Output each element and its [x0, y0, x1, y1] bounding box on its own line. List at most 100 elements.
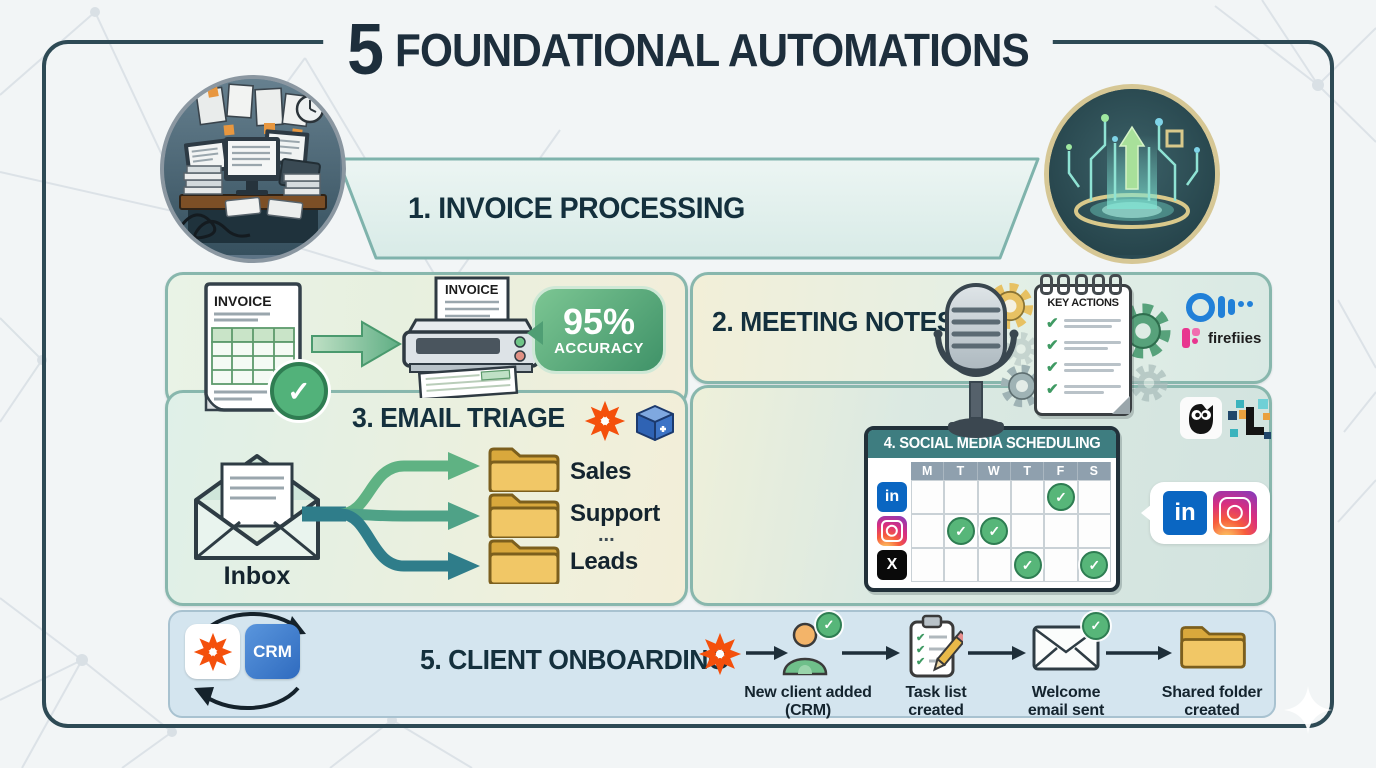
- svg-text:✔: ✔: [916, 644, 925, 656]
- fireflies-logo: firefiies: [1182, 328, 1261, 348]
- shared-folder-icon: [1180, 626, 1246, 669]
- accuracy-value: 95%: [562, 300, 636, 342]
- day-header: M: [911, 462, 945, 480]
- calendar-cell: [944, 480, 978, 514]
- calendar-cell: ✓: [1010, 548, 1045, 582]
- platform-cell: X: [873, 548, 911, 582]
- key-actions-notepad: KEY ACTIONS ✔ ✔ ✔ ✔: [1034, 284, 1132, 416]
- flow-step-label: New client added (CRM): [744, 684, 872, 720]
- page-fold: [1112, 396, 1130, 414]
- new-client-icon: [782, 622, 828, 676]
- notepad-row: ✔: [1046, 316, 1121, 331]
- check-icon: ✔: [1046, 380, 1059, 398]
- check-icon: ✔: [1046, 336, 1059, 354]
- folder-label: Sales: [570, 458, 632, 485]
- invoice-banner-shape: [336, 157, 1040, 260]
- branching-arrows-icon: [302, 452, 480, 580]
- linkedin-icon: in: [1163, 491, 1207, 535]
- arrow-right-icon: [746, 646, 788, 660]
- section-title-email: 3. EMAIL TRIAGE: [352, 402, 565, 433]
- arrow-right-icon: [1106, 646, 1172, 660]
- crm-label: CRM: [253, 641, 292, 661]
- calendar-cell: [977, 480, 1011, 514]
- calendar-cell: ✓: [1044, 480, 1078, 514]
- notepad-spiral: [1040, 274, 1122, 295]
- calendar-cell: [977, 548, 1011, 582]
- check-icon: ✓: [270, 362, 328, 420]
- calendar-cell: [1077, 514, 1111, 548]
- task-list-icon: ✔✔✔: [909, 614, 963, 678]
- calendar-cell: [911, 514, 945, 548]
- automation-tech-illustration: [1044, 84, 1220, 264]
- svg-text:✔: ✔: [916, 656, 925, 668]
- linkedin-icon: in: [877, 482, 907, 512]
- arrow-right-icon: [842, 646, 900, 660]
- invoice-doc-label: INVOICE: [214, 293, 272, 309]
- microphone-icon: [933, 283, 1019, 438]
- zapier-icon: [584, 400, 626, 442]
- day-header: T: [1010, 462, 1045, 480]
- calendar-cell: [911, 480, 945, 514]
- fireflies-label: firefiies: [1208, 329, 1262, 347]
- check-icon: ✓: [946, 517, 975, 545]
- zapier-icon: [193, 632, 232, 671]
- platform-cell: in: [873, 480, 911, 514]
- hootsuite-icon: [1180, 397, 1222, 439]
- otter-icon: [1186, 292, 1253, 322]
- folder-label: Support: [570, 500, 660, 527]
- title-number: 5: [347, 10, 384, 90]
- section-title-social: 4. SOCIAL MEDIA SCHEDULING: [883, 435, 1101, 452]
- day-header: W: [977, 462, 1011, 480]
- calendar-cell: [944, 548, 978, 582]
- zapier-icon: [698, 632, 742, 676]
- calendar-cell: [1077, 480, 1111, 514]
- notepad-title: KEY ACTIONS: [1047, 297, 1119, 309]
- calendar-cell: [1010, 514, 1045, 548]
- notepad-row: ✔: [1046, 338, 1121, 353]
- section-title-invoice: 1. INVOICE PROCESSING: [408, 192, 745, 225]
- calendar-cell: [1044, 548, 1078, 582]
- check-icon: ✓: [1046, 483, 1075, 511]
- crm-tile: CRM: [245, 624, 300, 679]
- check-icon: ✓: [1080, 551, 1109, 579]
- gear-icon: [1130, 364, 1168, 402]
- page-title: 5 FOUNDATIONAL AUTOMATIONS: [323, 10, 1053, 90]
- section-title-meeting: 2. MEETING NOTES: [712, 306, 955, 337]
- calendar-corner: [873, 462, 911, 480]
- calendar-cell: [911, 548, 945, 582]
- instagram-icon: [1213, 491, 1257, 535]
- arrow-right-icon: [311, 320, 402, 368]
- title-text: FOUNDATIONAL AUTOMATIONS: [395, 24, 1030, 76]
- x-icon: X: [877, 550, 907, 580]
- instagram-icon: [877, 516, 907, 546]
- calendar-cell: ✓: [944, 514, 978, 548]
- folders-ellipsis: ...: [598, 524, 615, 546]
- inbox-label: Inbox: [223, 562, 291, 590]
- check-icon: ✓: [980, 517, 1009, 545]
- day-header: T: [944, 462, 978, 480]
- sparkle-icon: [1284, 686, 1332, 734]
- check-icon: ✓: [1082, 612, 1110, 640]
- later-icon: [1227, 399, 1271, 443]
- notepad-row: ✔: [1046, 382, 1121, 397]
- zapier-tile: [185, 624, 240, 679]
- desk-scene-icon: [164, 79, 340, 255]
- notepad-row: ✔: [1046, 360, 1121, 375]
- fireflies-icon: [1182, 328, 1202, 348]
- circuit-growth-icon: [1049, 89, 1215, 255]
- svg-text:✔: ✔: [916, 632, 925, 644]
- calendar-cell: [1010, 480, 1045, 514]
- printer-paper-label: INVOICE: [445, 282, 499, 297]
- package-icon: [636, 405, 674, 441]
- folder-icon: [488, 493, 560, 538]
- calendar-cell: ✓: [977, 514, 1011, 548]
- welcome-email-icon: [1032, 625, 1100, 671]
- check-icon: ✓: [1013, 551, 1042, 579]
- check-icon: ✔: [1046, 358, 1059, 376]
- printer-scanner-icon: INVOICE: [402, 276, 540, 398]
- cluttered-desk-illustration: [160, 75, 346, 263]
- folder-label: Leads: [570, 548, 638, 575]
- check-icon: ✔: [1046, 314, 1059, 332]
